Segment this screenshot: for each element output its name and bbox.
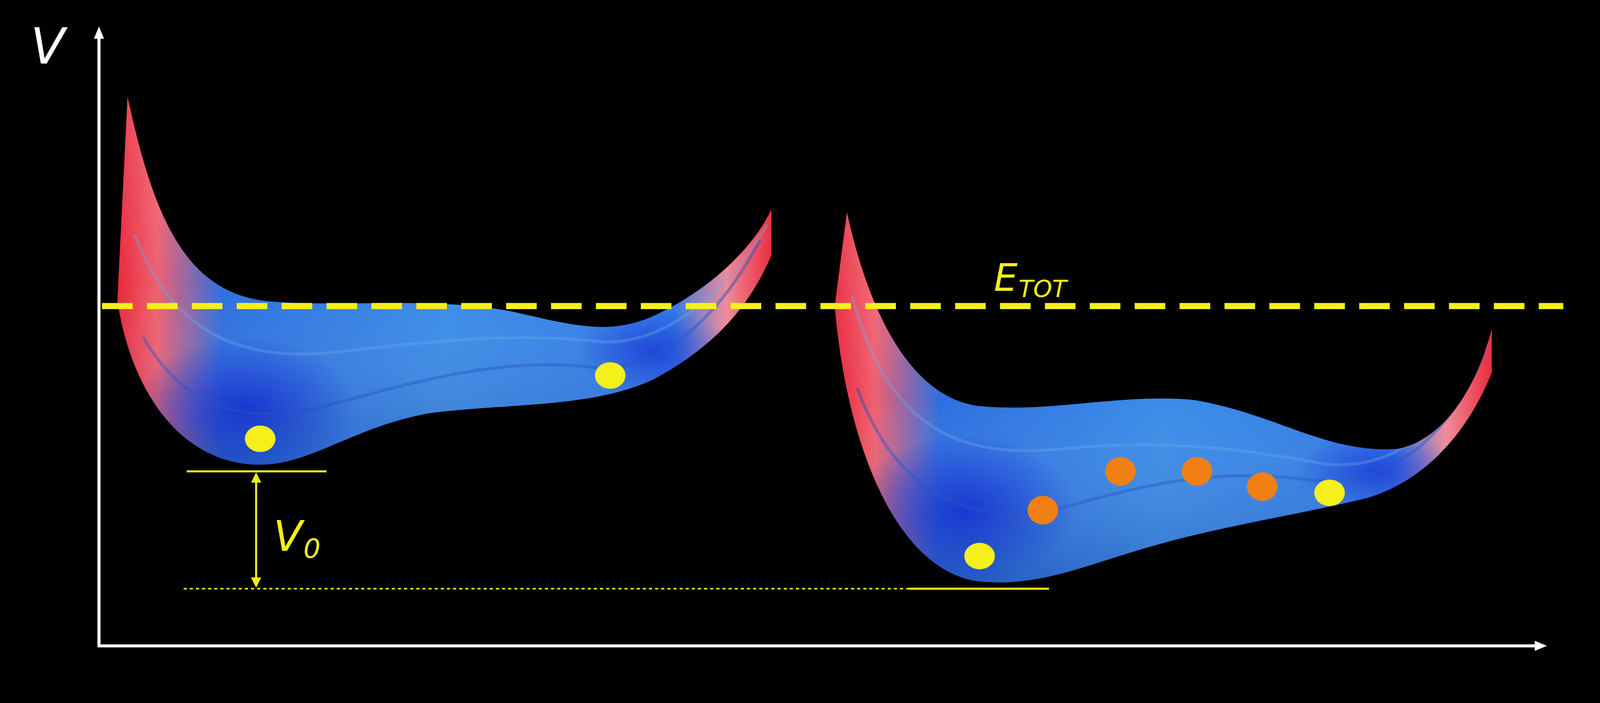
potential-surface [826, 204, 1501, 592]
energy-label: E [993, 258, 1018, 297]
axis-arrowhead [93, 26, 104, 39]
arrowhead [251, 472, 262, 483]
offset-label: V [273, 514, 303, 558]
h-axis [98, 643, 1539, 647]
axes [93, 26, 1548, 651]
yellow-dot [244, 425, 276, 452]
arrowhead [251, 576, 262, 588]
orange-dot [1027, 495, 1059, 525]
yellow-dot [1314, 479, 1345, 506]
v0-marker [183, 471, 1050, 589]
energy-line [102, 302, 1564, 309]
potential-surface [102, 91, 786, 480]
axis-arrowhead [1534, 640, 1547, 651]
yellow-dot [964, 542, 996, 569]
state-dots [244, 361, 1345, 569]
ref-line [186, 470, 327, 473]
axis-label: V [30, 21, 65, 72]
v-axis [97, 34, 101, 647]
offset-subscript: 0 [303, 534, 321, 562]
dimension-arrow [255, 479, 257, 581]
energy-subscript: TOT [1018, 276, 1067, 301]
orange-dot [1181, 456, 1213, 486]
yellow-dot [594, 361, 626, 389]
orange-dot [1246, 472, 1278, 501]
ref-line-dotted [183, 587, 909, 589]
orange-dot [1105, 456, 1137, 486]
ref-line [908, 587, 1050, 590]
